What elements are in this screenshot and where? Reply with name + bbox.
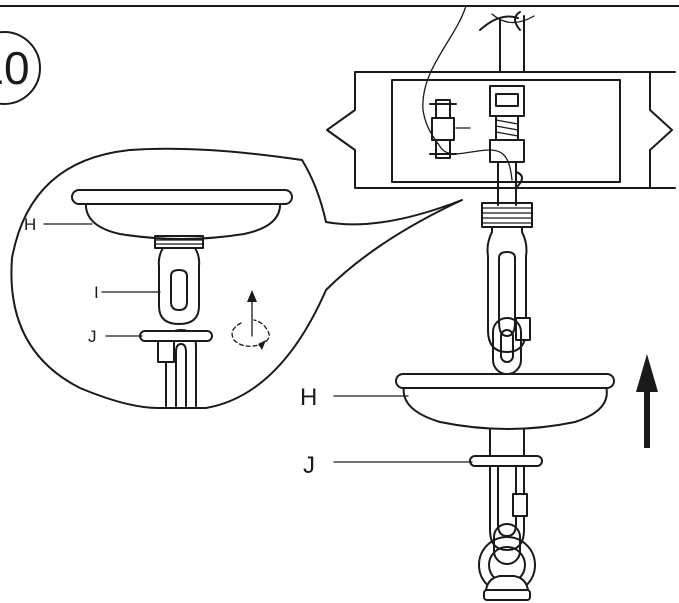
threaded-rod [489,85,525,206]
inset-collar-ring [139,330,213,342]
ceiling-pipe [479,11,535,73]
threaded-collar [481,202,533,228]
main-chain [486,226,531,375]
inset-canopy [71,189,293,249]
arrow-up-icon [636,354,658,448]
label-main-h: H [300,384,317,411]
label-main-j: J [303,452,315,479]
wire-connector [429,99,471,159]
bottom-loop [478,536,536,601]
rotate-icon [231,290,270,350]
label-inset-j: J [88,327,97,346]
step-number: 10 [0,42,30,94]
ceiling-box [326,71,676,189]
power-wire [422,5,513,181]
main-collar-ring [469,455,543,467]
label-inset-h: H [24,215,36,234]
step-badge: 10 [0,31,41,105]
lower-chain [489,429,528,565]
main-canopy [395,373,615,430]
inset-chain [157,247,201,407]
label-inset-i: I [94,283,99,302]
inset-callout [10,147,463,409]
